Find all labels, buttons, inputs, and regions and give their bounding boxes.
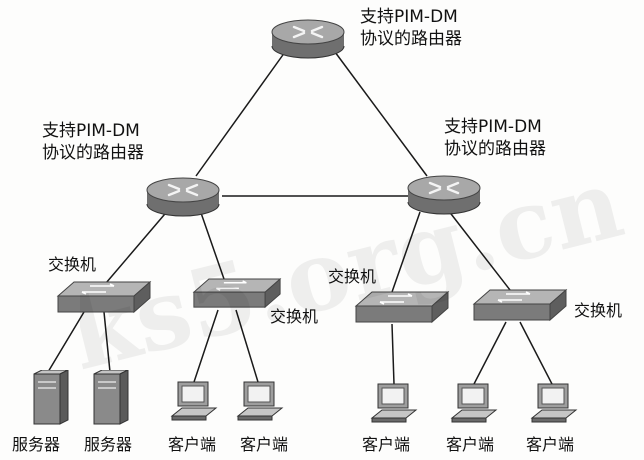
link-switch2-client1 bbox=[193, 309, 219, 383]
client-label-2: 客户端 bbox=[240, 435, 289, 454]
link-switch3-client3 bbox=[391, 323, 395, 385]
client-pc-icon-2 bbox=[236, 381, 284, 421]
router-label-right-line2: 协议的路由器 bbox=[444, 139, 546, 159]
switch-label-1: 交换机 bbox=[48, 255, 97, 274]
link-top-right bbox=[334, 51, 428, 177]
client-label-5: 客户端 bbox=[526, 435, 575, 454]
router-label-right: 支持PIM-DM 协议的路由器 bbox=[444, 116, 546, 160]
switch-label-4: 交换机 bbox=[574, 301, 623, 320]
switch-label-2: 交换机 bbox=[270, 307, 319, 326]
client-pc-icon-5 bbox=[530, 383, 578, 423]
client-label-3: 客户端 bbox=[362, 435, 411, 454]
switch-icon-3 bbox=[354, 290, 450, 324]
client-pc-icon-4 bbox=[450, 383, 498, 423]
router-label-left-line1: 支持PIM-DM bbox=[42, 121, 140, 141]
router-label-left: 支持PIM-DM 协议的路由器 bbox=[42, 120, 144, 164]
router-label-left-line2: 协议的路由器 bbox=[42, 143, 144, 163]
link-switch2-client2 bbox=[235, 309, 259, 383]
server-label-2: 服务器 bbox=[84, 435, 133, 454]
router-label-top-line2: 协议的路由器 bbox=[360, 29, 462, 49]
link-right-switch4 bbox=[447, 209, 511, 291]
client-label-1: 客户端 bbox=[168, 435, 217, 454]
client-label-4: 客户端 bbox=[446, 435, 495, 454]
router-label-right-line1: 支持PIM-DM bbox=[444, 117, 542, 137]
server-icon-1 bbox=[33, 370, 69, 425]
router-label-top-line1: 支持PIM-DM bbox=[360, 7, 458, 27]
client-pc-icon-3 bbox=[370, 383, 418, 423]
router-icon-right bbox=[407, 175, 481, 215]
link-switch1-server1 bbox=[47, 311, 85, 373]
switch-icon-2 bbox=[192, 277, 282, 309]
link-switch4-client4 bbox=[473, 321, 507, 385]
link-left-switch1 bbox=[105, 207, 171, 284]
server-icon-2 bbox=[93, 370, 129, 425]
switch-label-3: 交换机 bbox=[328, 267, 377, 286]
link-right-switch3 bbox=[391, 211, 421, 293]
router-label-top: 支持PIM-DM 协议的路由器 bbox=[360, 6, 462, 50]
link-top-left bbox=[195, 51, 286, 177]
link-left-switch2 bbox=[199, 209, 225, 280]
router-icon-left bbox=[146, 177, 220, 217]
link-switch4-client5 bbox=[519, 321, 553, 385]
router-icon-top bbox=[271, 19, 345, 59]
client-pc-icon-1 bbox=[170, 381, 218, 421]
switch-icon-1 bbox=[56, 280, 152, 314]
link-switch1-server2 bbox=[103, 311, 111, 373]
switch-icon-4 bbox=[472, 288, 568, 322]
server-label-1: 服务器 bbox=[12, 435, 61, 454]
